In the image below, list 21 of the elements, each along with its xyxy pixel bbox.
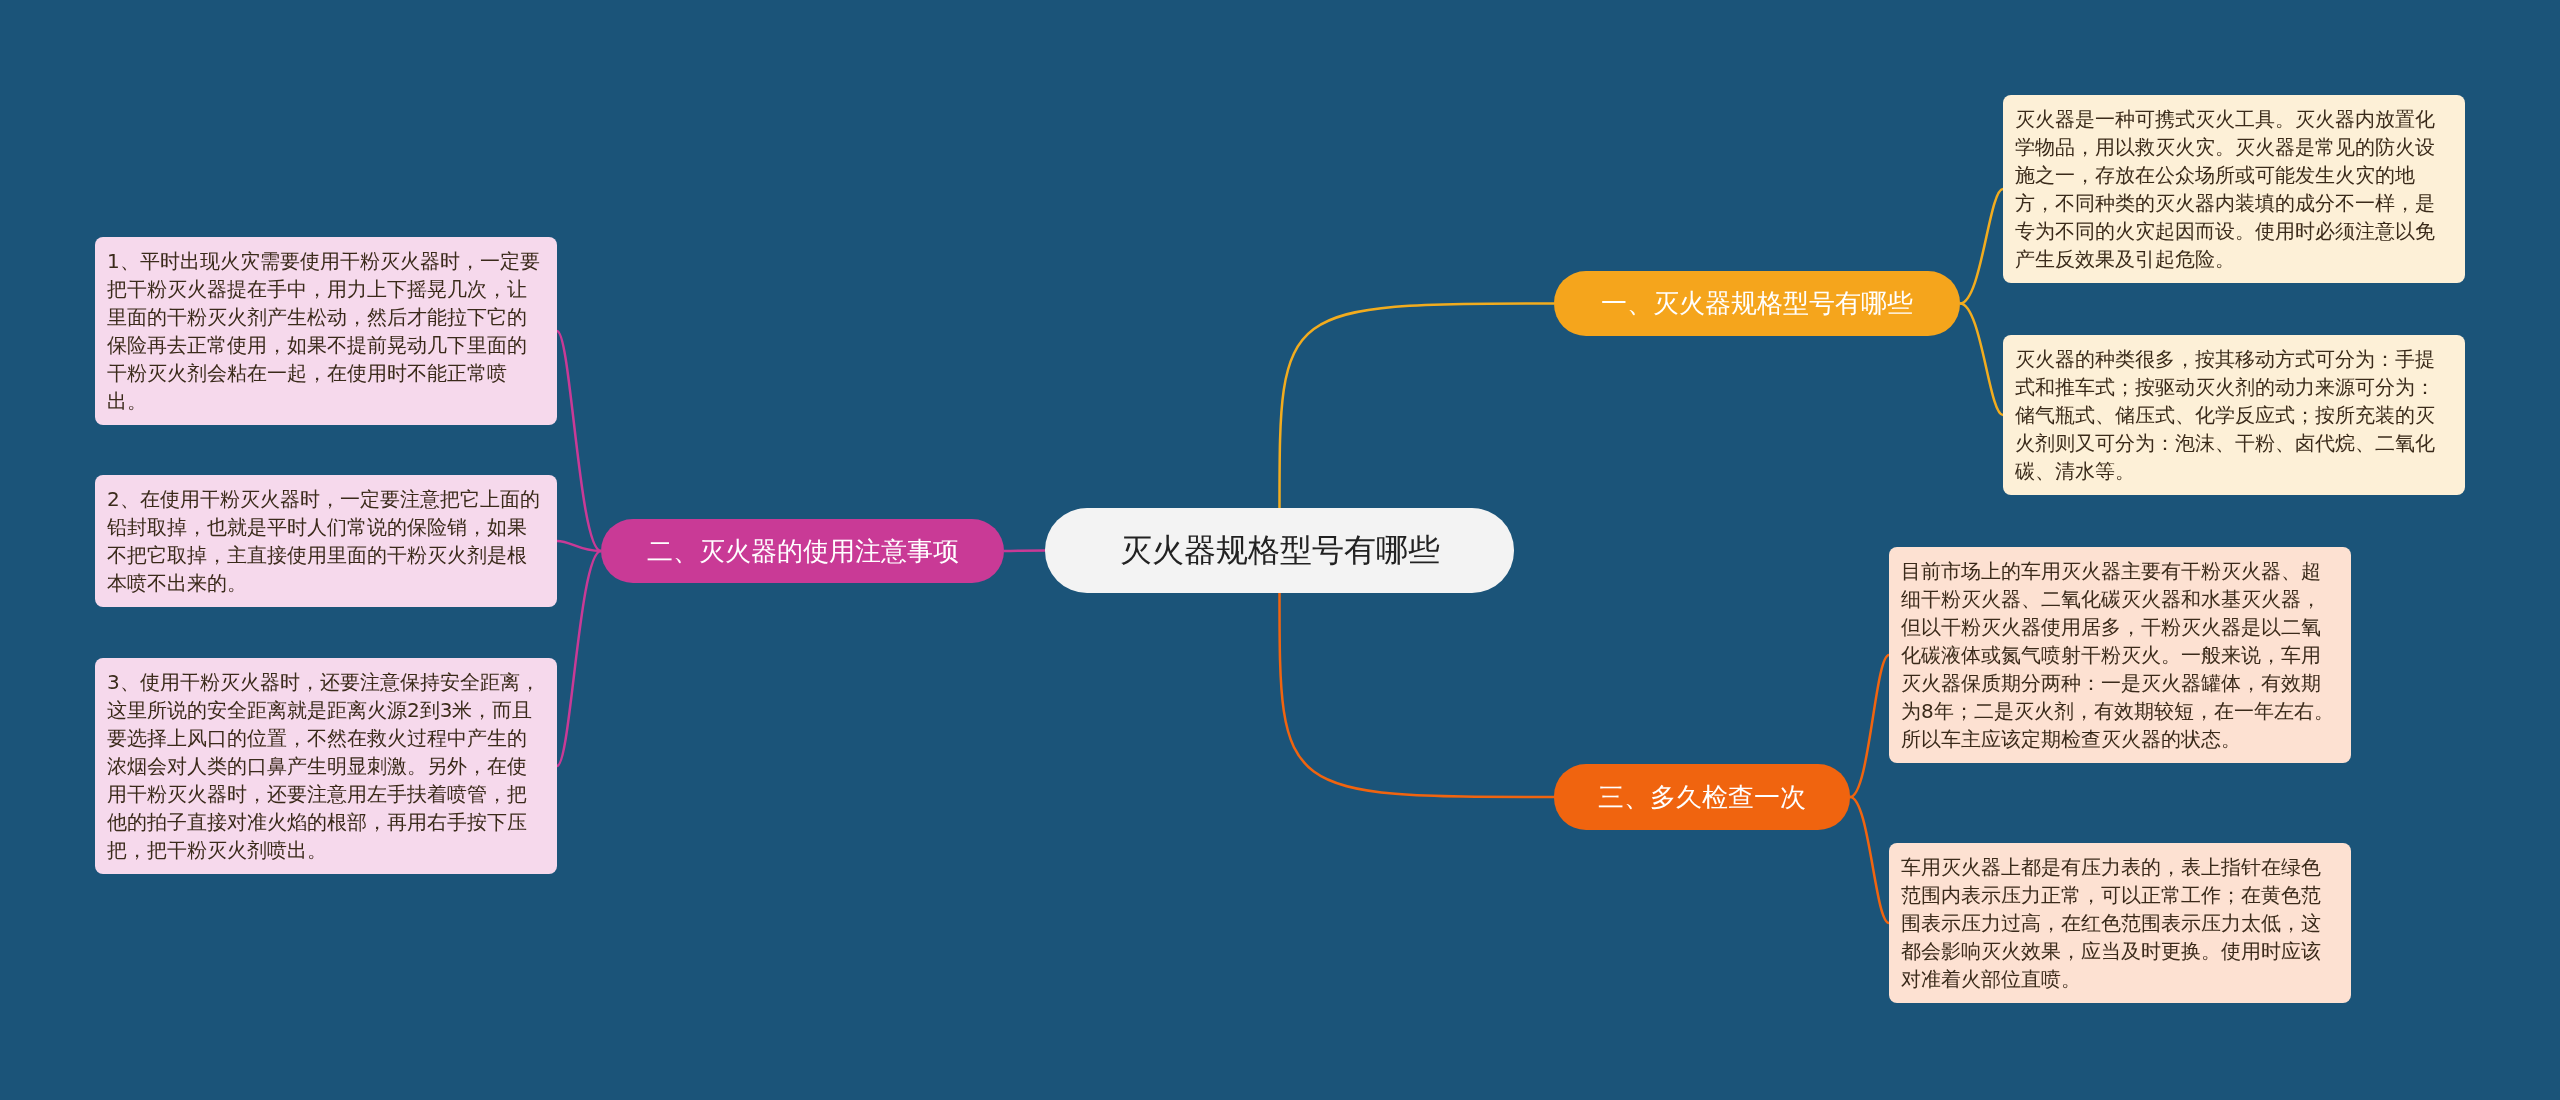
connector-line	[556, 550, 602, 767]
branch-topic: 一、灭火器规格型号有哪些	[1554, 271, 1960, 336]
connector-line	[556, 539, 602, 553]
note-card: 车用灭火器上都是有压力表的，表上指针在绿色范围内表示压力正常，可以正常工作；在黄色范围表示压力过高，在红色范围表示压力太低，这都会影响灭火效果，应当及时更换。使用时应该对准着火部位直喷。	[1889, 843, 2351, 1003]
connector-line	[1849, 795, 1890, 924]
note-card: 2、在使用干粉灭火器时，一定要注意把它上面的铅封取掉，也就是平时人们常说的保险销，如果不把它取掉，主直接使用里面的干粉灭火剂是根本喷不出来的。	[95, 475, 557, 607]
connector-line	[1004, 549, 1045, 553]
central-topic: 灭火器规格型号有哪些	[1045, 508, 1514, 593]
connector-line	[1849, 654, 1890, 799]
note-card: 1、平时出现火灾需要使用干粉灭火器时，一定要把干粉灭火器提在手中，用力上下摇晃几次，让里面的干粉灭火剂产生松动，然后才能拉下它的保险再去正常使用，如果不提前晃动几下里面的干粉灭火剂会粘在一起，在使用时不能正常喷出。	[95, 237, 557, 425]
connector-line	[1278, 302, 1554, 508]
connector-line	[1959, 187, 2004, 305]
connector-line	[556, 330, 602, 552]
branch-topic: 三、多久检查一次	[1554, 764, 1850, 830]
connector-line	[1959, 302, 2004, 417]
note-card: 3、使用干粉灭火器时，还要注意保持安全距离，这里所说的安全距离就是距离火源2到3米，而且要选择上风口的位置，不然在救火过程中产生的浓烟会对人类的口鼻产生明显刺激。另外，在使用干粉灭火器时，还要注意用左手扶着喷管，把他的拍子直接对准火焰的根部，再用右手按下压把，把干粉灭火剂喷出。	[95, 658, 557, 874]
note-card: 灭火器是一种可携式灭火工具。灭火器内放置化学物品，用以救灭火灾。灭火器是常见的防火设施之一，存放在公众场所或可能发生火灾的地方，不同种类的灭火器内装填的成分不一样，是专为不同的火灾起因而设。使用时必须注意以免产生反效果及引起危险。	[2003, 95, 2465, 283]
branch-topic: 二、灭火器的使用注意事项	[601, 519, 1004, 583]
connector-line	[1278, 593, 1554, 799]
note-card: 目前市场上的车用灭火器主要有干粉灭火器、超细干粉灭火器、二氧化碳灭火器和水基灭火器，但以干粉灭火器使用居多，干粉灭火器是以二氧化碳液体或氮气喷射干粉灭火。一般来说，车用灭火器保质期分两种：一是灭火器罐体，有效期为8年；二是灭火剂，有效期较短，在一年左右。所以车主应该定期检查灭火器的状态。	[1889, 547, 2351, 763]
note-card: 灭火器的种类很多，按其移动方式可分为：手提式和推车式；按驱动灭火剂的动力来源可分为：储气瓶式、储压式、化学反应式；按所充装的灭火剂则又可分为：泡沫、干粉、卤代烷、二氧化碳、清水等。	[2003, 335, 2465, 495]
